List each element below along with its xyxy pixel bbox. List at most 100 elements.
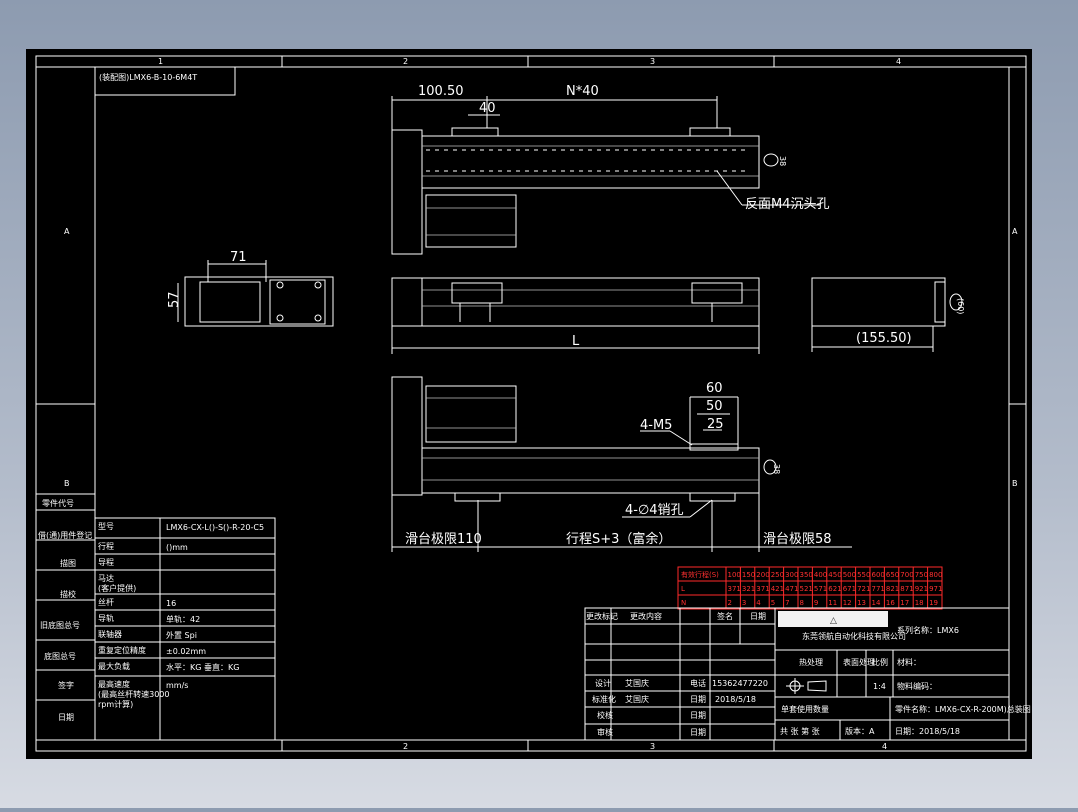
stroke-length-6: 571 <box>814 585 827 593</box>
date2-label: 日期：2018/5/18 <box>895 727 960 736</box>
spec-value-4: 16 <box>166 599 176 608</box>
stroke-value-7: 450 <box>828 571 841 579</box>
company-logo <box>778 611 888 627</box>
spec-label-1-0: 行程 <box>98 541 114 551</box>
stroke-n-1: 3 <box>742 599 746 607</box>
strip-row-3: 描校 <box>60 589 76 599</box>
stroke-length-4: 471 <box>785 585 798 593</box>
company-name: 东莞领航自动化科技有限公司 <box>802 631 906 641</box>
spec-value-7: ±0.02mm <box>166 647 206 656</box>
check-name: 艾国庆 <box>625 694 649 704</box>
stroke-value-14: 800 <box>929 571 942 579</box>
spec-label-6-0: 联轴器 <box>98 629 122 639</box>
stroke-length-9: 721 <box>857 585 870 593</box>
dim-height-right: (60) <box>956 298 965 314</box>
top-view: 38 100.50 N*40 40 反面M4沉头孔 <box>391 84 830 255</box>
stroke-n-2: 4 <box>756 599 761 607</box>
series-name: 系列名称：LMX6 <box>897 625 959 635</box>
label-counterbore: 反面M4沉头孔 <box>745 197 830 212</box>
spec-label-3-1: (客户提供) <box>98 583 136 593</box>
strip-row-1: 借(通)用件登记 <box>38 530 92 540</box>
stroke-row-l-label: L <box>681 585 685 593</box>
strip-row-7: 日期 <box>58 713 74 722</box>
stroke-length-5: 521 <box>800 585 813 593</box>
stroke-length-12: 871 <box>900 585 913 593</box>
dim-155-50: (155.50) <box>856 331 912 346</box>
zone-a-left: A <box>64 227 70 236</box>
spec-label-3-0: 马达 <box>98 573 114 583</box>
stroke-value-12: 700 <box>900 571 913 579</box>
stroke-table: 有效行程(S)LN1003712150321320037142504215300… <box>677 566 943 610</box>
title-tag: (装配图)LMX6-B-10-6M4T <box>99 72 197 82</box>
label-pin-holes: 4-∅4销孔 <box>625 503 684 518</box>
change-header-2: 签名 <box>717 611 733 621</box>
zone-2-bottom: 2 <box>403 742 408 751</box>
stroke-n-8: 12 <box>843 599 852 607</box>
zone-4-top: 4 <box>896 57 901 66</box>
dim-n40: N*40 <box>566 84 599 99</box>
zone-3-bottom: 3 <box>650 742 655 751</box>
stroke-length-7: 621 <box>828 585 841 593</box>
zone-b-left: B <box>64 479 70 488</box>
dim-limit-left: 滑台极限110 <box>405 532 482 547</box>
stroke-value-3: 250 <box>771 571 784 579</box>
stroke-value-2: 200 <box>756 571 769 579</box>
date-1: 2018/5/18 <box>715 695 756 704</box>
dim-71: 71 <box>230 250 247 265</box>
stroke-n-9: 13 <box>857 599 866 607</box>
strip-row-5: 底图总号 <box>44 651 76 661</box>
review-label: 校核 <box>597 710 613 720</box>
dim-40: 40 <box>479 101 496 116</box>
stroke-n-6: 9 <box>814 599 818 607</box>
left-end-view: 71 57 <box>167 250 334 327</box>
change-header-0: 更改标记 <box>586 611 618 621</box>
strip-row-0: 零件代号 <box>42 498 74 508</box>
spec-value-1: ()mm <box>166 543 188 552</box>
dim-25: 25 <box>707 417 724 432</box>
stroke-length-14: 971 <box>929 585 942 593</box>
phone-label: 电话 <box>690 678 706 688</box>
stroke-header-label: 有效行程(S) <box>681 570 719 579</box>
design-name: 艾国庆 <box>625 678 649 688</box>
spec-label-0-0: 型号 <box>98 522 114 531</box>
treatment-label: 热处理 <box>799 657 823 667</box>
stroke-value-9: 550 <box>857 571 870 579</box>
stroke-value-0: 100 <box>728 571 741 579</box>
stroke-length-3: 421 <box>771 585 784 593</box>
dim-height-bottom: 38 <box>772 464 781 474</box>
stroke-value-11: 650 <box>886 571 899 579</box>
stroke-n-12: 17 <box>900 599 909 607</box>
spec-value-8: 水平：KG 垂直：KG <box>166 662 239 672</box>
logo-glyph: △ <box>830 616 837 626</box>
stroke-length-13: 921 <box>915 585 928 593</box>
stroke-value-13: 750 <box>915 571 928 579</box>
label-4m5: 4-M5 <box>640 418 672 433</box>
stroke-length-10: 771 <box>872 585 885 593</box>
stroke-value-5: 350 <box>800 571 813 579</box>
strip-row-4: 旧底图总号 <box>40 620 80 630</box>
zone-2-top: 2 <box>403 57 408 66</box>
dim-57: 57 <box>167 291 182 308</box>
spec-value-6: 外置 Spi <box>166 630 197 640</box>
spec-label-9-1: (最高丝杆转速3000 <box>98 689 169 699</box>
dim-l: L <box>572 334 580 349</box>
material-code-label: 物料编码： <box>897 681 937 691</box>
stroke-length-2: 371 <box>756 585 769 593</box>
spec-value-0: LMX6-CX-L()-S()-R-20-C5 <box>166 523 264 532</box>
stroke-length-1: 321 <box>742 585 755 593</box>
left-strip-table: 零件代号 借(通)用件登记 描图 描校 旧底图总号 底图总号 签字 日期 <box>35 493 96 741</box>
design-label: 设计 <box>595 678 611 688</box>
stroke-n-14: 19 <box>929 599 938 607</box>
stroke-value-4: 300 <box>785 571 798 579</box>
sheet-background <box>26 49 1032 759</box>
spec-label-7-0: 重复定位精度 <box>98 645 146 655</box>
title-tag-box <box>94 66 236 96</box>
zone-a-right: A <box>1012 227 1018 236</box>
spec-label-5-0: 导轨 <box>98 613 114 623</box>
stroke-value-10: 600 <box>872 571 885 579</box>
part-name: 零件名称：LMX6-CX-R-200M)总装图 <box>895 704 1031 714</box>
change-header-1: 更改内容 <box>630 611 662 621</box>
stroke-value-8: 500 <box>843 571 856 579</box>
stroke-n-10: 14 <box>872 599 881 607</box>
